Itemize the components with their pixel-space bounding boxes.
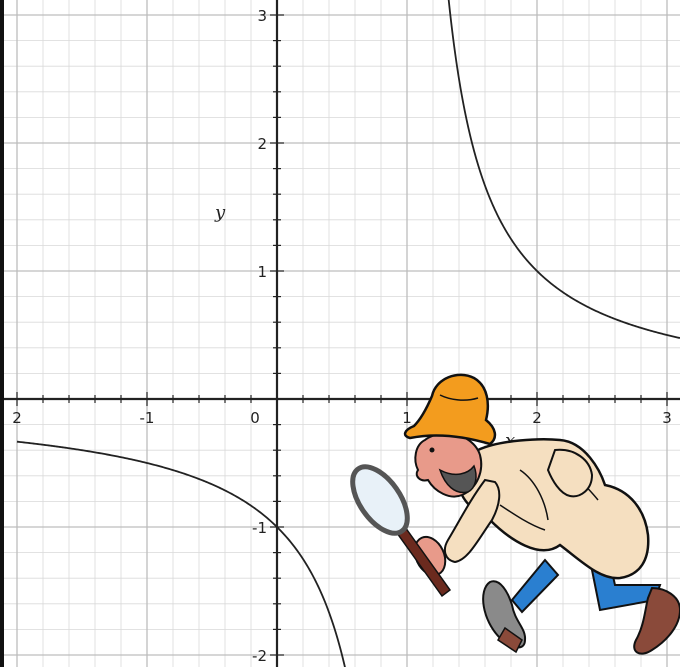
curve-branch	[16, 440, 346, 667]
detective-illustration	[350, 373, 680, 655]
detective-hat-seam	[439, 394, 479, 401]
curve-series	[16, 0, 680, 667]
tick-marks	[16, 14, 668, 656]
x-tick-label: 2	[12, 409, 22, 427]
detective-hat	[403, 373, 497, 446]
y-axis-label: y	[214, 202, 226, 223]
detective-front-shoe	[633, 586, 680, 655]
detective-back-shoe	[482, 580, 527, 649]
x-tick-label: -1	[140, 409, 155, 427]
tick-labels: 2 -1 0 1 2 3 3 2 1 -1 -2	[12, 7, 672, 665]
detective-back-arm	[546, 448, 594, 498]
x-tick-label: 1	[402, 409, 412, 427]
x-tick-label: 3	[662, 409, 672, 427]
y-tick-label: 2	[257, 135, 267, 153]
y-tick-label: -1	[252, 519, 267, 537]
y-tick-label: -2	[252, 647, 267, 665]
x-tick-label: 0	[250, 409, 260, 427]
detective-beard	[438, 464, 477, 494]
curve-branch	[447, 0, 680, 339]
detective-back-leg	[510, 558, 560, 614]
detective-eye	[429, 447, 435, 453]
x-tick-label: 2	[532, 409, 542, 427]
magnifier-lens	[350, 464, 410, 536]
detective-back-shoe-heel	[496, 626, 523, 654]
detective-front-arm	[443, 478, 501, 564]
y-tick-label: 3	[257, 7, 267, 25]
y-tick-label: 1	[257, 263, 267, 281]
